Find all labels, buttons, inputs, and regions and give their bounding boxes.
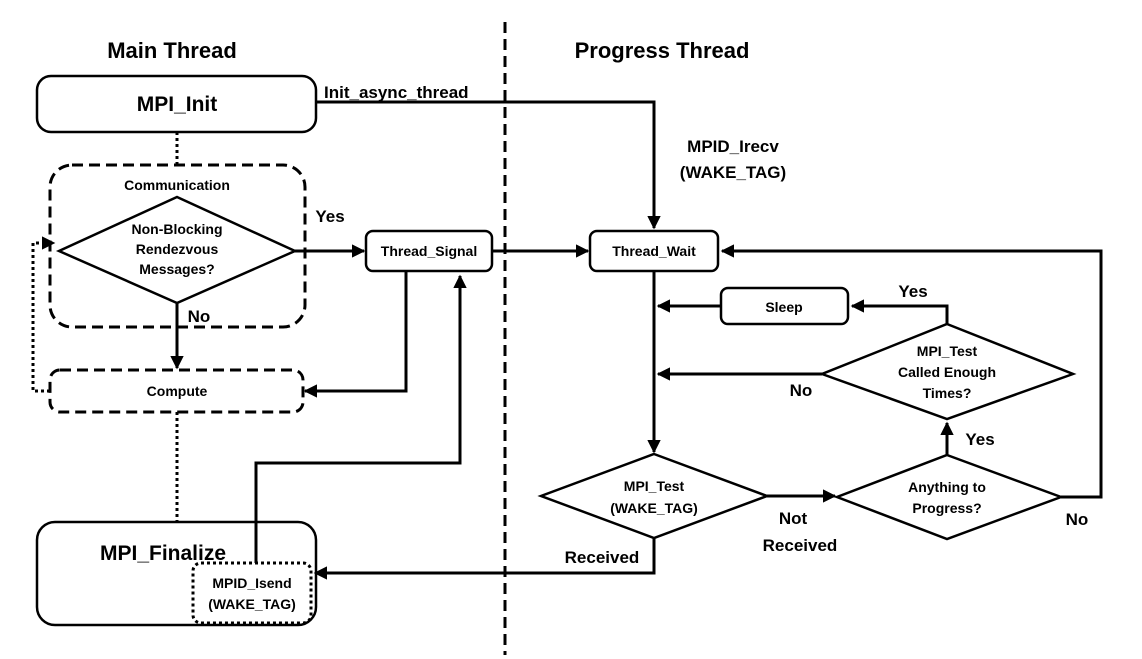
no-arrow-to-thread-wait xyxy=(720,244,1103,499)
no-label-enough: No xyxy=(790,381,813,400)
mpi-test-wake-decision-diamond xyxy=(537,452,771,540)
sleep-label: Sleep xyxy=(765,299,802,315)
mpid-isend-label-line1: MPID_Isend xyxy=(212,575,291,591)
mpid-irecv-label-line1: MPID_Irecv xyxy=(687,137,779,156)
yes-arrow-to-sleep xyxy=(850,299,949,324)
yes-label-sleep: Yes xyxy=(898,282,927,301)
finalize-to-thread-signal-arrow xyxy=(254,274,467,563)
called-enough-label-line3: Times? xyxy=(923,385,972,401)
called-enough-label-line1: MPI_Test xyxy=(917,343,978,359)
received-label: Received xyxy=(565,548,640,567)
nonblocking-label-line3: Messages? xyxy=(139,261,214,277)
thread-wait-label: Thread_Wait xyxy=(612,243,696,259)
init-async-thread-arrow xyxy=(316,100,661,230)
yes-label-anything: Yes xyxy=(965,430,994,449)
anything-to-progress-decision-diamond xyxy=(833,453,1065,541)
mpid-irecv-label-line2: (WAKE_TAG) xyxy=(680,163,786,182)
called-enough-decision-diamond xyxy=(818,322,1077,421)
yes-label-main: Yes xyxy=(315,207,344,226)
thread-signal-to-compute-arrow xyxy=(303,271,408,398)
mpi-test-wake-label-line1: MPI_Test xyxy=(624,478,685,494)
no-label-main: No xyxy=(188,307,211,326)
called-enough-label-line2: Called Enough xyxy=(898,364,996,380)
not-received-label-line1: Not xyxy=(779,509,808,528)
main-thread-header: Main Thread xyxy=(107,38,237,63)
communication-label: Communication xyxy=(124,177,230,193)
no-label-anything: No xyxy=(1066,510,1089,529)
nonblocking-label-line1: Non-Blocking xyxy=(132,221,223,237)
mpid-isend-label-line2: (WAKE_TAG) xyxy=(208,596,296,612)
mpi-finalize-label: MPI_Finalize xyxy=(100,542,226,565)
mpi-init-label: MPI_Init xyxy=(137,93,218,116)
mpid-isend-box xyxy=(191,561,313,625)
thread-signal-label: Thread_Signal xyxy=(381,243,477,259)
anything-label-line2: Progress? xyxy=(912,500,981,516)
compute-label: Compute xyxy=(147,383,208,399)
init-async-thread-label: Init_async_thread xyxy=(324,83,469,102)
mpi-test-wake-label-line2: (WAKE_TAG) xyxy=(610,500,698,516)
progress-thread-header: Progress Thread xyxy=(575,38,750,63)
compute-loop-connector xyxy=(31,236,56,393)
received-arrow-to-isend xyxy=(313,538,656,580)
anything-label-line1: Anything to xyxy=(908,479,986,495)
nonblocking-label-line2: Rendezvous xyxy=(136,241,219,257)
not-received-label-line2: Received xyxy=(763,536,838,555)
